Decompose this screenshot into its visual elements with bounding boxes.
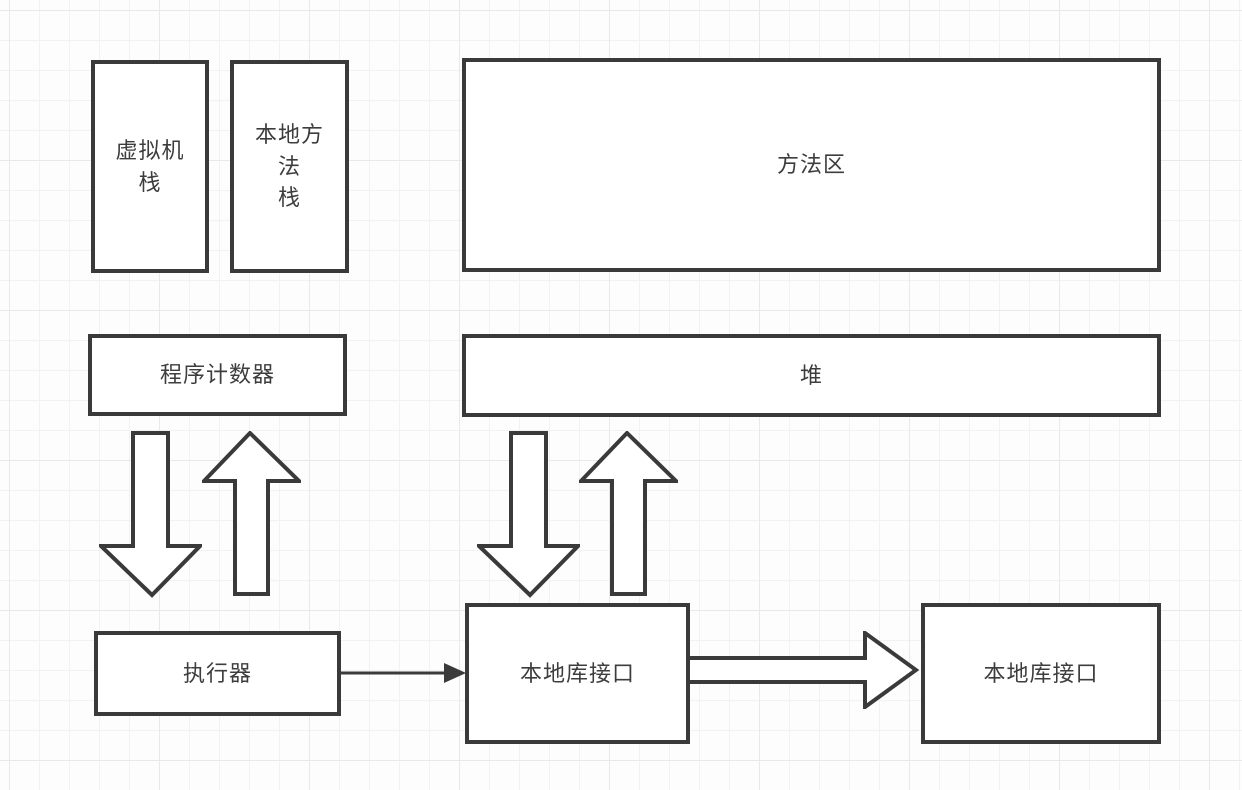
box-method-area: 方法区	[462, 58, 1161, 272]
box-native-method-stack-label: 本地方 法 栈	[254, 121, 324, 211]
box-native-lib-interface-right-label: 本地库接口	[983, 660, 1099, 686]
thin-arrow-right-icon	[339, 658, 469, 688]
block-arrow-down-icon	[477, 431, 580, 598]
block-arrow-right-icon	[688, 631, 919, 709]
box-vm-stack: 虚拟机 栈	[91, 60, 209, 273]
box-executor-label: 执行器	[182, 660, 252, 686]
block-arrow-down-icon	[99, 431, 202, 598]
box-heap-label: 堆	[799, 362, 823, 388]
block-arrow-up-icon	[579, 431, 678, 596]
box-heap: 堆	[462, 334, 1161, 417]
box-native-method-stack: 本地方 法 栈	[230, 60, 349, 273]
block-arrow-up-icon	[202, 431, 301, 596]
box-program-counter: 程序计数器	[88, 334, 347, 416]
box-native-lib-interface-mid: 本地库接口	[465, 603, 690, 744]
box-program-counter-label: 程序计数器	[159, 362, 275, 388]
box-vm-stack-label: 虚拟机 栈	[115, 137, 185, 195]
box-executor: 执行器	[94, 631, 341, 716]
box-native-lib-interface-right: 本地库接口	[921, 603, 1161, 744]
box-native-lib-interface-mid-label: 本地库接口	[519, 660, 635, 686]
box-method-area-label: 方法区	[776, 152, 846, 178]
